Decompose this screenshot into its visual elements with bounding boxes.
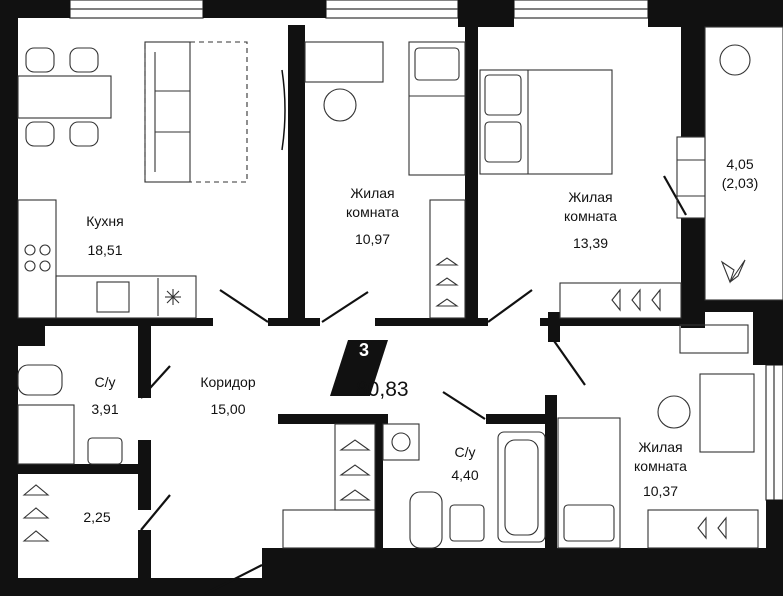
room-label-bedroom-1: Жилая комната 10,97: [330, 184, 415, 249]
room-label-balcony: 4,05 (2,03): [710, 155, 770, 193]
window-kitchen: [69, 0, 204, 19]
room-label-kitchen: Кухня 18,51: [70, 212, 140, 260]
room-label-corridor: Коридор 15,00: [188, 373, 268, 419]
room-name-line2: комната: [634, 458, 687, 474]
dining-table-icon: [17, 47, 112, 147]
window-bedroom2: [513, 0, 649, 19]
room-area: 2,25: [83, 509, 111, 525]
sink-icon: [87, 437, 123, 465]
room-name-line1: Жилая: [638, 439, 683, 455]
single-bed-icon-2: [557, 417, 621, 549]
sink-icon-2: [449, 504, 485, 542]
total-area: 80,83: [356, 378, 409, 401]
corridor-wardrobe-icon: [282, 423, 376, 549]
room-area: 4,40: [451, 467, 479, 483]
room-area: 18,51: [87, 242, 123, 258]
room-area: 10,37: [642, 483, 679, 499]
room-name: Коридор: [200, 374, 256, 390]
room-name-line1: Жилая: [350, 185, 395, 201]
wardrobe-icon-3: [647, 509, 759, 549]
window-bedroom1: [325, 0, 459, 19]
room-count: 3: [358, 340, 369, 360]
bathtub-icon: [497, 431, 546, 543]
kitchen-counter-icon: [17, 199, 197, 319]
toilet-icon-2: [409, 491, 443, 549]
room-area-alt: (2,03): [721, 175, 759, 191]
desk-icon: [304, 41, 384, 122]
desk-icon-2: [657, 324, 755, 453]
room-name-line1: Жилая: [568, 189, 613, 205]
room-name: Кухня: [86, 213, 124, 229]
room-name-line2: комната: [346, 204, 399, 220]
room-area: 3,91: [91, 401, 119, 417]
room-area: 4,05: [726, 156, 754, 172]
balcony-room: [676, 26, 783, 301]
room-area: 15,00: [210, 401, 246, 417]
sofa-icon: [144, 41, 248, 183]
toilet-icon: [17, 364, 63, 396]
room-label-bathroom-1: С/у 3,91: [80, 373, 130, 419]
wardrobe-icon-2: [559, 282, 682, 319]
room-label-closet: 2,25: [72, 508, 122, 527]
room-label-bedroom-2: Жилая комната 13,39: [548, 188, 633, 253]
closet-hangers-icon: [22, 484, 50, 542]
room-area: 10,97: [354, 231, 391, 247]
window-bedroom3: [765, 364, 783, 501]
room-name: С/у: [94, 374, 116, 390]
room-count-badge: [330, 340, 388, 396]
room-name-line2: комната: [564, 208, 617, 224]
plant-icon: [720, 259, 746, 284]
room-name: С/у: [454, 444, 476, 460]
snowflake-icon: [165, 289, 181, 305]
double-bed-icon: [479, 69, 613, 175]
single-bed-icon: [408, 41, 466, 176]
room-label-bedroom-3: Жилая комната 10,37: [618, 438, 703, 501]
doors: [140, 69, 687, 595]
washing-machine-icon: [382, 423, 420, 461]
room-area: 13,39: [572, 235, 609, 251]
shower-icon: [17, 404, 75, 465]
wardrobe-icon: [429, 199, 466, 319]
room-label-bathroom-2: С/у 4,40: [440, 443, 490, 485]
